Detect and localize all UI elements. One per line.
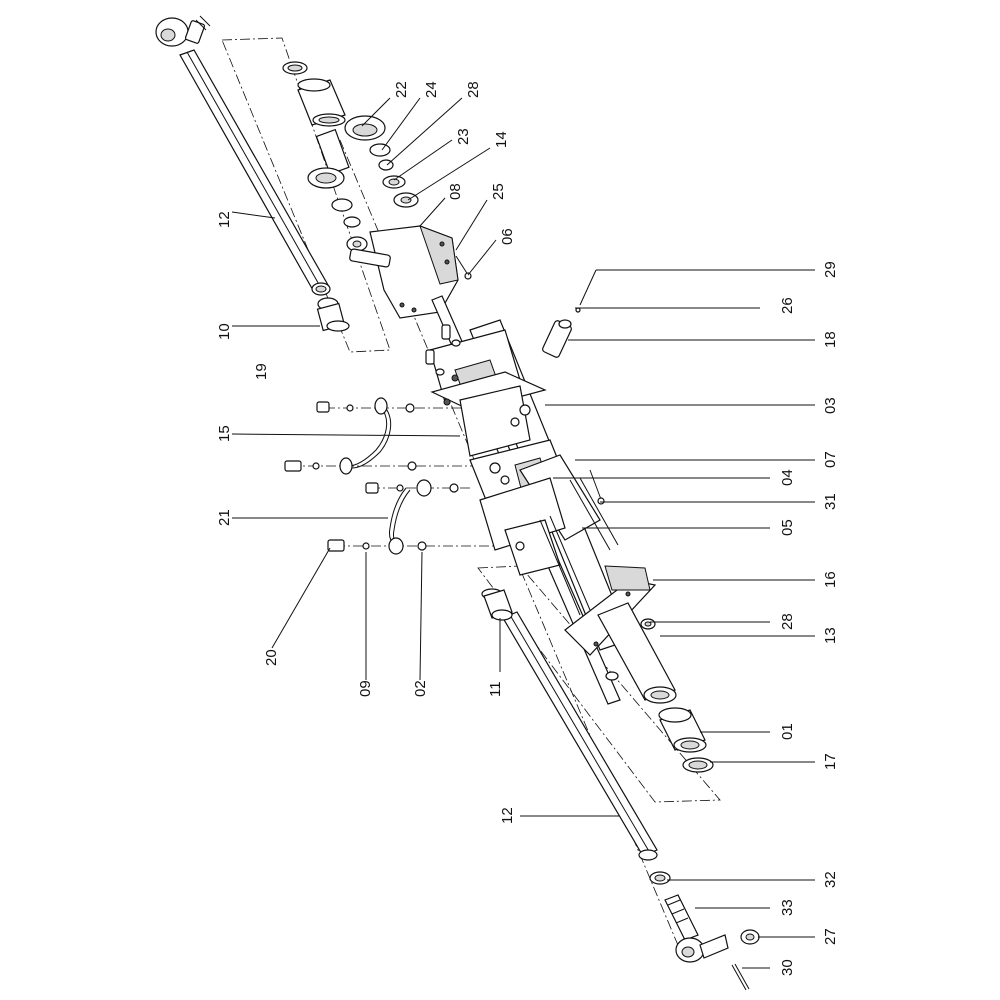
- upper-bushing-stack: [282, 61, 419, 252]
- callout-15: 15: [216, 425, 233, 442]
- callout-33: 33: [779, 899, 796, 916]
- lower-cylinder: [597, 602, 677, 704]
- callout-06: 06: [499, 228, 516, 245]
- callout-08: 08: [447, 183, 464, 200]
- callout-18: 18: [822, 331, 839, 348]
- callout-01: 01: [779, 723, 796, 740]
- upper-bracket: [349, 225, 472, 319]
- callout-12-upper: 12: [216, 211, 233, 228]
- fitting-row-2: [284, 460, 417, 472]
- callout-16: 16: [822, 571, 839, 588]
- sleeve-01: [658, 707, 707, 753]
- callout-20: 20: [263, 649, 280, 666]
- callout-28-upper: 28: [465, 81, 482, 98]
- leader-lines: [231, 97, 815, 969]
- callout-03: 03: [822, 397, 839, 414]
- callout-30: 30: [779, 959, 796, 976]
- housing-bolts: [425, 324, 461, 376]
- callout-28-lower: 28: [779, 613, 796, 630]
- callout-21: 21: [216, 509, 233, 526]
- castle-nut-27: [740, 929, 760, 945]
- callout-19: 19: [253, 363, 270, 380]
- callout-17: 17: [822, 753, 839, 770]
- callout-09: 09: [357, 680, 374, 697]
- callout-22: 22: [393, 81, 410, 98]
- callout-10: 10: [216, 323, 233, 340]
- callout-25: 25: [490, 183, 507, 200]
- callout-07: 07: [822, 451, 839, 468]
- rod-end-33: [664, 894, 729, 963]
- lube-line-15: [339, 397, 392, 475]
- center-housing: [429, 329, 619, 616]
- upper-rod-end: [155, 15, 211, 47]
- fitting-20: [327, 539, 427, 552]
- callout-24: 24: [423, 81, 440, 98]
- lube-line-21: [388, 479, 432, 555]
- callout-05: 05: [779, 519, 796, 536]
- callout-26: 26: [779, 297, 796, 314]
- nut-32: [649, 871, 671, 885]
- callout-29: 29: [822, 261, 839, 278]
- callout-13: 13: [822, 627, 839, 644]
- callout-14: 14: [493, 131, 510, 148]
- cotter-pin-30: [731, 963, 750, 991]
- callout-27: 27: [822, 928, 839, 945]
- callout-32: 32: [822, 871, 839, 888]
- callout-02: 02: [412, 680, 429, 697]
- ring-17: [682, 757, 714, 773]
- bushing-11: [481, 588, 513, 621]
- grease-nipple-18: [542, 269, 597, 358]
- callout-12-lower: 12: [499, 807, 516, 824]
- bushing-10: [316, 297, 350, 332]
- lower-subassembly-boundary: [477, 565, 721, 803]
- callout-23: 23: [455, 128, 472, 145]
- fitting-19: [316, 401, 415, 413]
- callout-11: 11: [487, 681, 504, 697]
- callout-04: 04: [779, 469, 796, 486]
- callout-31: 31: [822, 493, 839, 510]
- fitting-row-3: [365, 482, 459, 494]
- upper-tie-rod: [179, 49, 331, 296]
